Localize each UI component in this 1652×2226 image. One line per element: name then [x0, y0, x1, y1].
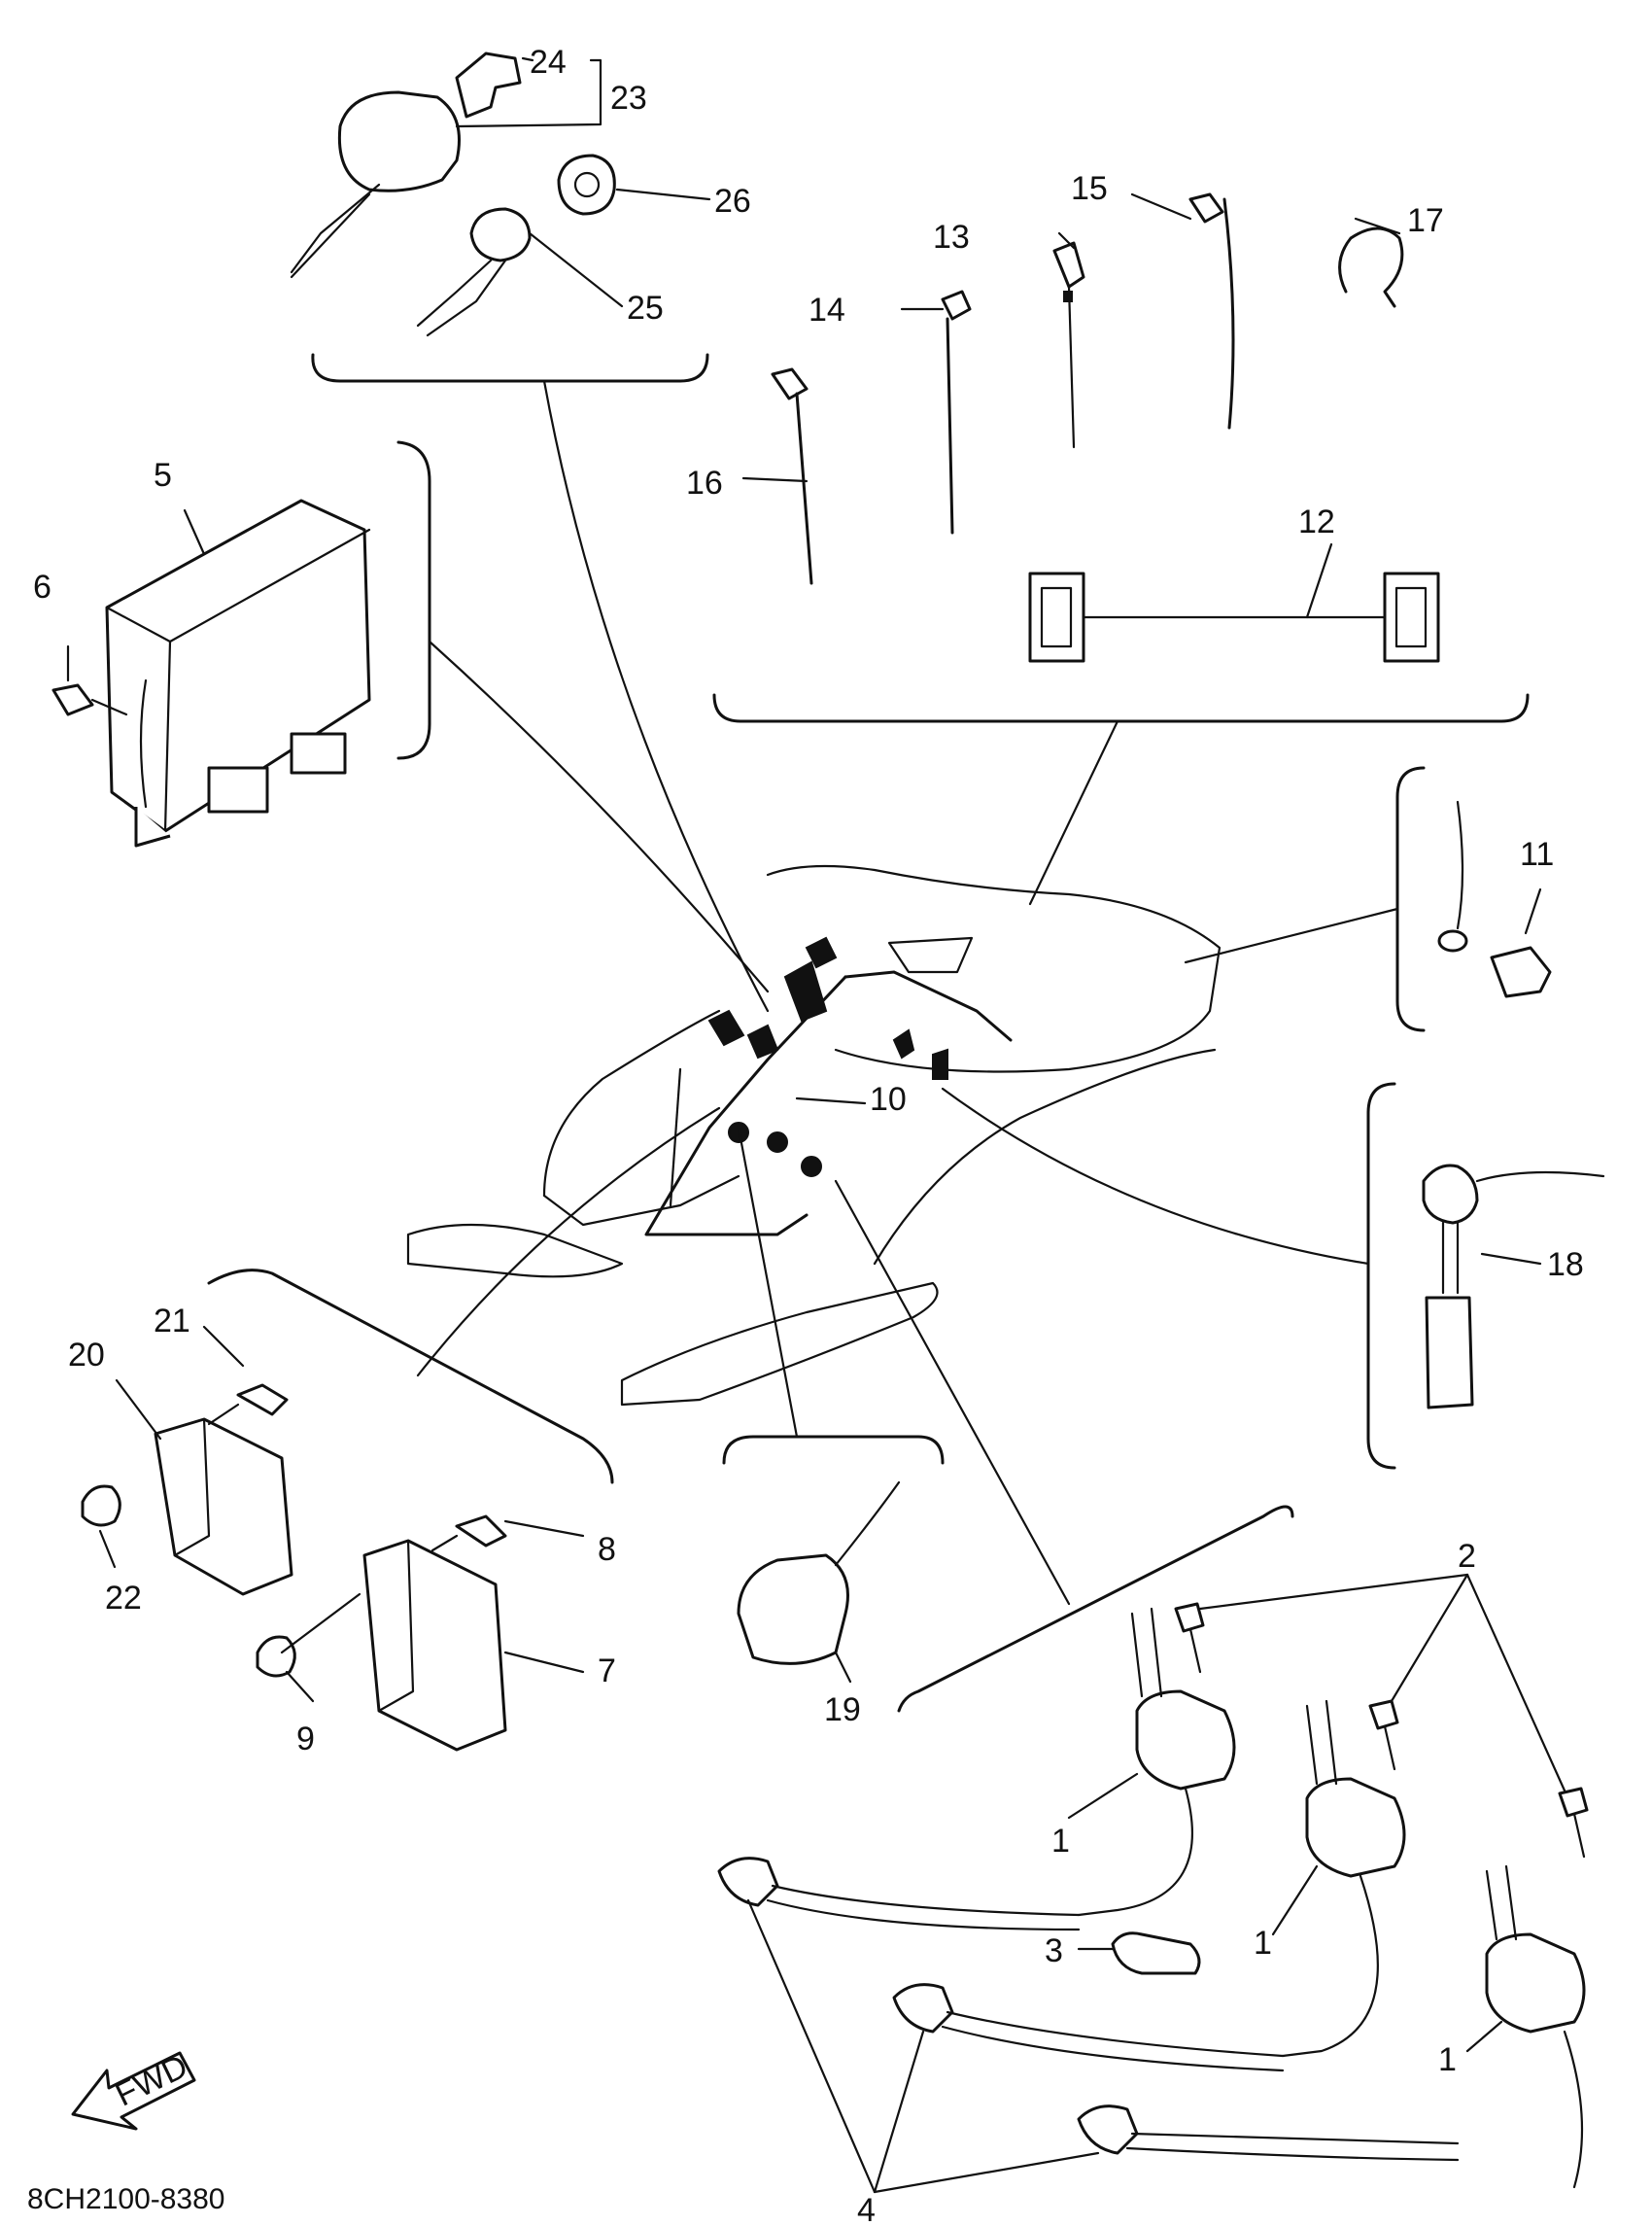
part-label: 3: [1045, 1932, 1063, 1969]
part-label: 1: [1051, 1823, 1070, 1860]
part-label: 4: [857, 2192, 876, 2226]
cdi-units-group: [81, 1106, 721, 1752]
fwd-direction-marker: FWD: [71, 2047, 196, 2131]
condenser-group: [722, 1126, 945, 1684]
part-label: 14: [809, 292, 845, 329]
main-switch-group: [290, 52, 770, 1013]
wire-harness-assembly: [406, 864, 1222, 1407]
part-label: 7: [598, 1652, 616, 1689]
part-label: 1: [1254, 1925, 1272, 1962]
part-label: 20: [68, 1337, 105, 1374]
part-label: 6: [33, 569, 52, 606]
part-label: 19: [824, 1691, 861, 1728]
part-label: 8: [598, 1531, 616, 1568]
part-label: 13: [933, 219, 970, 256]
part-label: 17: [1407, 202, 1444, 239]
part-label: 24: [530, 44, 567, 81]
part-label: 15: [1071, 170, 1108, 207]
part-label: 25: [627, 290, 664, 327]
ignition-coil-group: [717, 1179, 1589, 2194]
drawing-code: 8CH2100-8380: [27, 2183, 224, 2215]
sensor-group: [941, 1082, 1605, 1470]
part-label: 16: [686, 465, 723, 502]
part-label: 11: [1520, 836, 1554, 873]
part-label: 23: [610, 80, 647, 117]
part-label: 21: [154, 1303, 190, 1339]
part-label: 2: [1458, 1538, 1476, 1575]
part-label: 5: [154, 457, 172, 494]
part-label: 18: [1547, 1246, 1584, 1283]
part-label: 10: [870, 1081, 907, 1118]
fwd-marker-text: FWD: [110, 2047, 193, 2113]
part-label: 26: [714, 183, 751, 220]
ground-bolt-group: [1184, 766, 1552, 1032]
part-label: 9: [296, 1721, 315, 1757]
part-label: 12: [1298, 504, 1335, 540]
part-label: 22: [105, 1580, 142, 1617]
part-labels: 1 1 1 2 3 4 5 6 7 8 9 10 11 12 13 14 15 …: [33, 44, 1584, 2226]
ecu-unit: [52, 440, 770, 993]
clamp-band-group: [712, 192, 1530, 906]
part-label: 1: [1438, 2041, 1457, 2078]
